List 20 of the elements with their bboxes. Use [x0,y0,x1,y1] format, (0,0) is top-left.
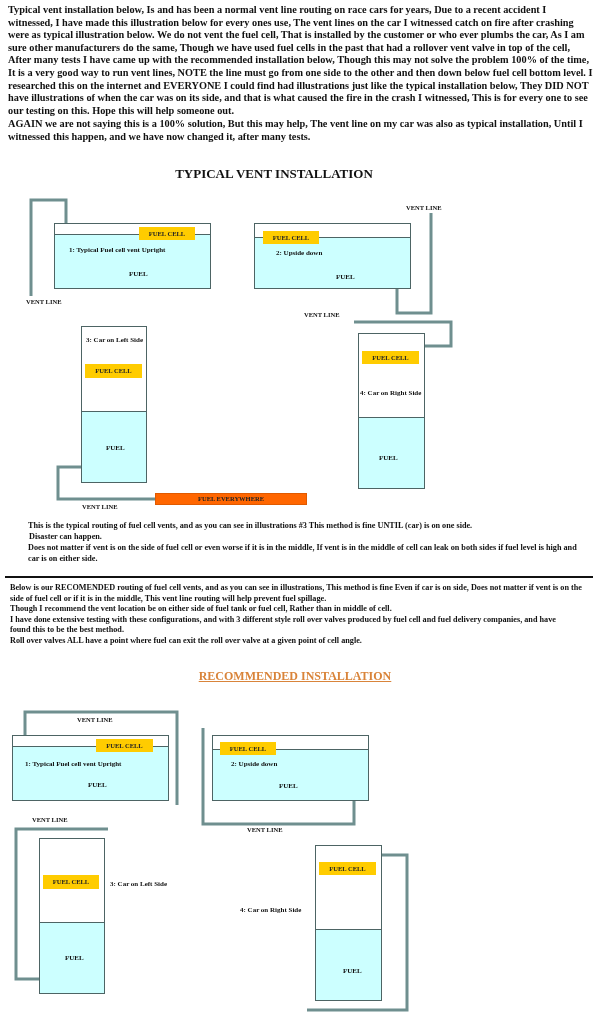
note-text: Disaster can happen. [29,532,103,543]
fuel-cell-tank [212,735,369,801]
fuel-cell-tank [254,223,411,289]
fuel-cell-tank [54,223,211,289]
intro-paragraph: Typical vent installation below, Is and has been a normal vent line routing on race cars for years, Due to a recent accident I witnessed, I have made this illustration below for every ones use, The vent lines on the car I witnessed catch on fire after crashing were as typical illustration below. We do not vent the fuel cell, That is installed by the customer or who ever plumbs the car, As I am sure other manufacturers do the same, Though we have used fuel cells in the past that had a rollover vent valve in top of the cell, After many tests I have came up with the recommended installation below, Though this may not solve the problem 100% of the time, It is a very good way to run vent lines, NOTE the line must go from one side to the other and then down below fuel cell bottom level. I researched this on the internet and EVERYONE I could find had illustrations just like the typical installation below, They DID NOT have illustrations of when the car was on its side, and that is what caused the fire in the crash I witnessed, This is for every one to see our testing on this. Hope this will help someone out. [8,4,593,118]
fuel-cell-tank [358,333,425,489]
note-text: Does not matter if vent is on the side of fuel cell or even worse if it is in the middle, If vent is in the middle of cell can leak on both sides if fuel level is high and car is on either side. [28,543,578,564]
note-text: Though I recommend the vent location be on either side of fuel tank or fuel cell, Rather than in middle of cell. [10,604,393,615]
section-heading: TYPICAL VENT INSTALLATION [175,166,373,181]
intro-paragraph: AGAIN we are not saying this is a 100% solution, But this may help, The vent line on my car was also as typical installation, Until I witnessed this happen, and we have now changed it, after many tests. [8,118,584,144]
fuel-cell-tank [81,326,147,483]
fuel-cell-tank [315,845,382,1001]
note-text: This is the typical routing of fuel cell vents, and as you can see in illustrations #3 This method is fine UNTIL (car) is on one side. [28,521,474,532]
note-text: Roll over valves ALL have a point where fuel can exit the roll over valve at a given point of cell angle. [10,636,363,647]
note-text: Below is our RECOMENDED routing of fuel cell vents, and as you can see in illustrations, This method is fine Even if car is on side, Does not matter if vent is on the side of fuel cell or if it is in the middle, This vent line routing will help prevent fuel spillage. [10,583,583,604]
section-heading: RECOMMENDED INSTALLATION [198,669,392,683]
note-text: I have done extensive testing with these configurations, and with 3 different style roll over valves produced by fuel cell and fuel delivery companies, and have found this to be the best method. [10,614,557,636]
fuel-cell-tank [39,838,105,994]
vent-line-pipe [56,465,155,501]
fuel-cell-tank [12,735,169,801]
